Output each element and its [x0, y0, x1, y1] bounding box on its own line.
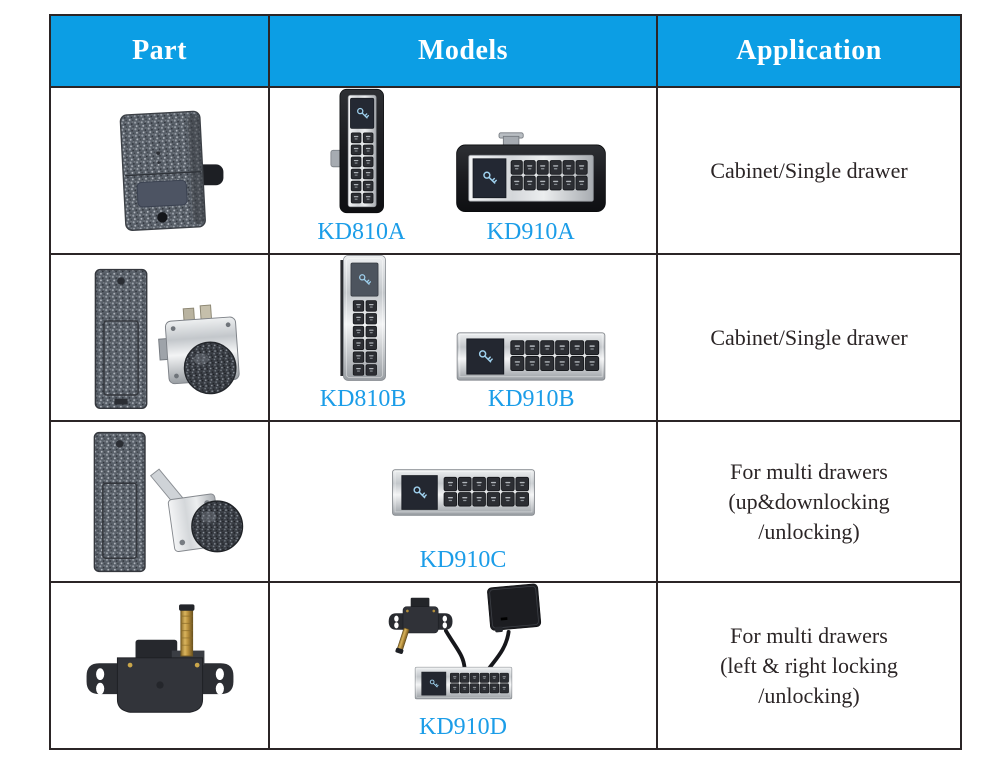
model-figure-kd910b: KD910B — [456, 331, 606, 412]
models-cell-row4: KD910D — [270, 583, 656, 748]
part-cell-row3 — [51, 422, 268, 581]
models-cell-row1: KD810A KD910A — [270, 88, 656, 253]
application-cell-row3: For multi drawers (up&downlocking /unloc… — [658, 422, 960, 581]
model-figure-kd910c: KD910C — [391, 468, 536, 573]
speckled-cabinet-lock-body-photo — [119, 110, 223, 231]
vertical-keypad-lock-black-photo — [330, 88, 385, 214]
column-header-application: Application — [658, 16, 960, 86]
model-label: KD910B — [487, 386, 575, 412]
part-cell-row2 — [51, 255, 268, 420]
application-text: /unlocking) — [758, 518, 860, 544]
model-figure-kd810b: KD810B — [319, 255, 407, 412]
horizontal-keypad-lock-black-photo — [455, 132, 606, 212]
header-label-application: Application — [736, 35, 882, 66]
model-label: KD910C — [419, 547, 507, 573]
application-text: (up&downlocking — [728, 488, 890, 514]
column-header-part: Part — [51, 16, 268, 86]
battery-panel-and-cam-lock-photo — [94, 268, 240, 409]
keypad-keys — [351, 132, 374, 204]
keypad-keys — [510, 340, 600, 372]
part-cell-row4 — [51, 583, 268, 748]
application-text: Cabinet/Single drawer — [710, 157, 908, 183]
actuator-unit — [388, 597, 452, 654]
vertical-keypad-lock-silver-photo — [340, 255, 387, 381]
keypad-with-control-box-and-actuator-photo — [388, 583, 541, 700]
application-text: Cabinet/Single drawer — [710, 324, 908, 350]
keypad-keys — [443, 476, 529, 507]
application-text: For multi drawers — [730, 458, 888, 484]
product-catalog-table: Part Models Application — [49, 14, 962, 750]
latch-actuator-with-brass-pin-photo — [86, 603, 233, 713]
control-box — [486, 583, 541, 633]
model-label: KD810B — [319, 386, 407, 412]
horizontal-keypad-lock-silver-photo — [456, 332, 606, 381]
battery-panel-and-plunger-lock-photo — [93, 431, 243, 572]
part-cell-row1 — [51, 88, 268, 253]
application-text: (left & right locking — [720, 652, 898, 678]
keypad-keys — [352, 300, 378, 376]
model-label: KD910A — [486, 219, 575, 245]
application-cell-row1: Cabinet/Single drawer — [658, 88, 960, 253]
column-header-models: Models — [270, 16, 656, 86]
model-figure-kd910d: KD910D — [381, 583, 546, 740]
model-figure-kd910a: KD910A — [453, 132, 609, 245]
application-cell-row4: For multi drawers (left & right locking … — [658, 583, 960, 748]
header-label-part: Part — [132, 35, 187, 66]
model-label: KD910D — [419, 714, 507, 740]
horizontal-keypad-lock-silver-photo — [391, 469, 535, 516]
application-text: /unlocking) — [758, 682, 860, 708]
keypad-unit — [414, 666, 512, 700]
keypad-keys — [510, 160, 588, 191]
application-text: For multi drawers — [730, 622, 888, 648]
application-cell-row2: Cabinet/Single drawer — [658, 255, 960, 420]
model-figure-kd810a: KD810A — [317, 88, 405, 245]
models-cell-row2: KD810B KD910B — [270, 255, 656, 420]
keypad-keys — [449, 672, 509, 694]
header-label-models: Models — [417, 35, 509, 66]
model-label: KD810A — [317, 219, 406, 245]
models-cell-row3: KD910C — [270, 422, 656, 581]
